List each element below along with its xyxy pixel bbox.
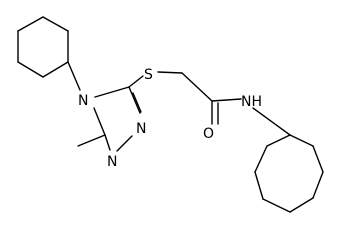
bond-carbonyl-to-nh: [211, 98, 242, 102]
atom-label-n1: N: [107, 154, 117, 170]
atom-label-o: O: [203, 126, 214, 142]
bond-ring-to-n4: [67, 61, 81, 91]
structure-diagram: N N N S O NH: [17, 16, 324, 213]
atom-label-nh: NH: [241, 94, 262, 110]
atom-label-n2: N: [136, 121, 146, 137]
bond-methyl: [77, 134, 106, 147]
atom-label-n4: N: [78, 93, 88, 109]
bond-c3-to-s: [128, 75, 144, 88]
molecule-drawing: N N N S O NH: [17, 16, 324, 213]
cyclohexyl-ring: [17, 16, 69, 78]
bond-s-to-ch2: [157, 71, 183, 74]
triazole-ring: [93, 86, 142, 152]
atom-label-s: S: [144, 67, 153, 83]
carbonyl-double-bond: [211, 100, 219, 125]
cycloheptyl-ring: [254, 134, 324, 213]
bond-nh-to-ring: [252, 107, 291, 136]
bond-ch2-to-carbonyl: [181, 72, 213, 102]
